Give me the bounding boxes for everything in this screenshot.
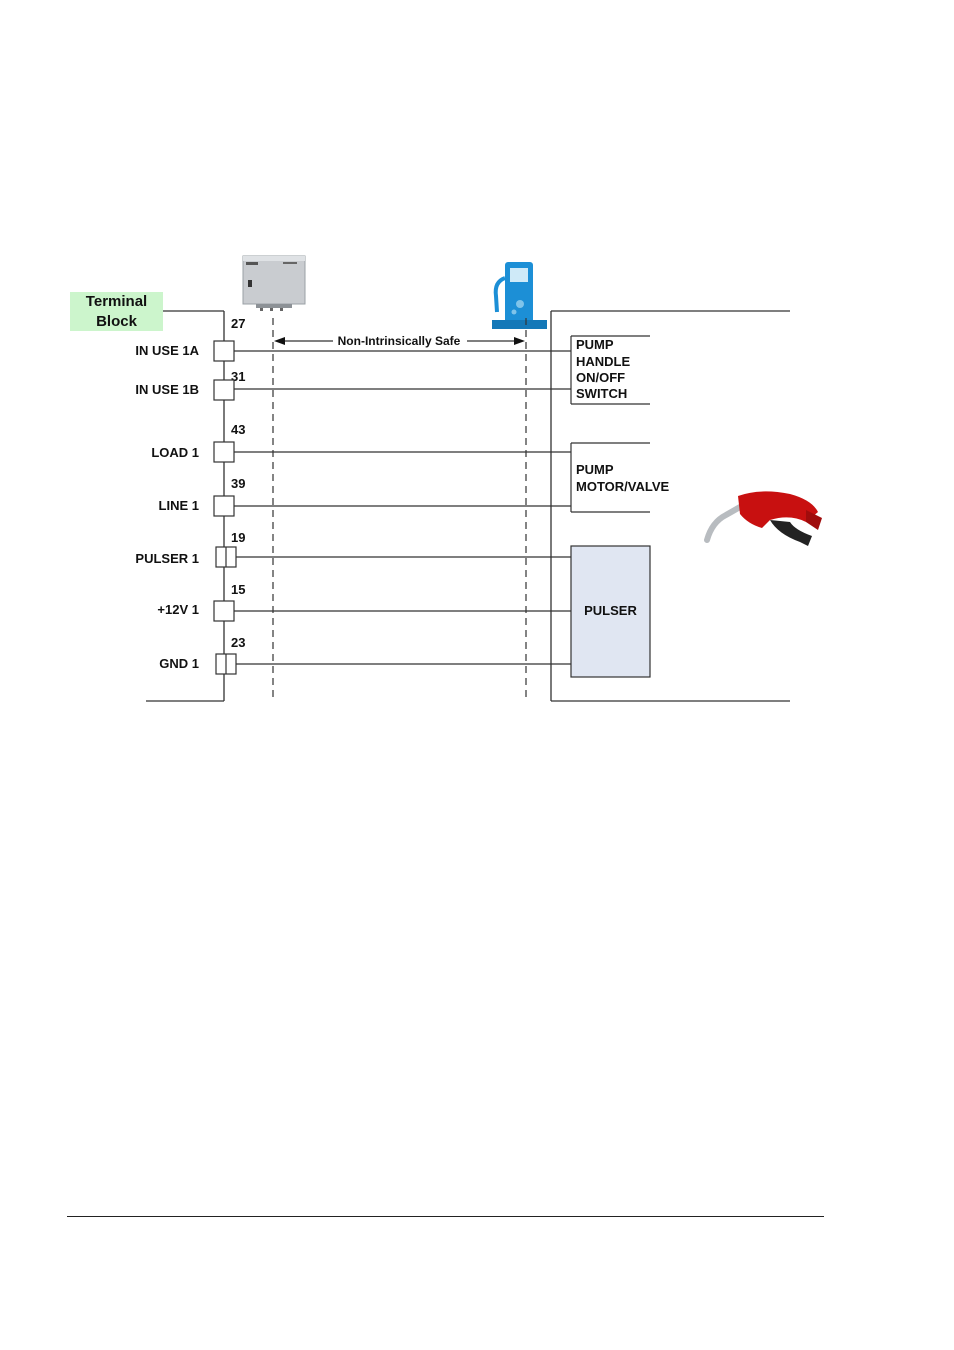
- terminal-row: IN USE 1A 27: [135, 316, 571, 362]
- terminal-block-title-line2: Block: [96, 313, 138, 330]
- terminal-row: LINE 1 39: [159, 476, 571, 517]
- terminal-row: GND 1 23: [159, 635, 571, 675]
- terminal-rows: IN USE 1A 27 IN USE 1B 31 LOAD 1 43 LINE…: [135, 316, 571, 675]
- terminal-block-label-bg: [70, 292, 163, 331]
- device-text: ON/OFF: [576, 370, 625, 385]
- pulser-box: [570, 545, 651, 678]
- pulser-device: PULSER: [570, 545, 651, 678]
- terminal-number: 27: [231, 316, 245, 331]
- pump-handle-switch: PUMP HANDLE ON/OFF SWITCH: [570, 335, 650, 405]
- terminal-block-title-line1: Terminal: [86, 293, 147, 310]
- terminal-number: 31: [231, 369, 245, 384]
- fuel-nozzle-icon: [704, 491, 822, 546]
- terminal-number: 39: [231, 476, 245, 491]
- terminal-screw: [213, 495, 235, 517]
- terminal-number: 23: [231, 635, 245, 650]
- pulser-label: PULSER: [584, 603, 637, 618]
- terminal-row: PULSER 1 19: [135, 530, 571, 568]
- device-text: PUMP: [576, 337, 614, 352]
- terminal-label: IN USE 1B: [135, 382, 199, 397]
- terminal-block-label: Terminal Block: [70, 292, 163, 331]
- terminal-label: IN USE 1A: [135, 343, 199, 358]
- pump-motor-valve: PUMP MOTOR/VALVE: [570, 442, 670, 513]
- terminal-row: IN USE 1B 31: [135, 369, 571, 401]
- fuel-pump-icon: [492, 262, 547, 329]
- zone-dimension-arrow: Non-Intrinsically Safe: [274, 334, 525, 348]
- zone-label: Non-Intrinsically Safe: [338, 334, 461, 348]
- device-text: PUMP: [576, 462, 614, 477]
- terminal-number: 43: [231, 422, 245, 437]
- terminal-number: 15: [231, 582, 245, 597]
- terminal-row: LOAD 1 43: [151, 422, 571, 463]
- terminal-screw: [213, 379, 235, 401]
- terminal-screw: [213, 600, 235, 622]
- page-footer-rule: [67, 1216, 824, 1217]
- terminal-label: LINE 1: [159, 498, 199, 513]
- terminal-row: +12V 1 15: [157, 582, 571, 622]
- device-text: MOTOR/VALVE: [576, 479, 670, 494]
- device-text: HANDLE: [576, 354, 630, 369]
- terminal-number: 19: [231, 530, 245, 545]
- device-text: SWITCH: [576, 386, 627, 401]
- terminal-label: +12V 1: [157, 602, 199, 617]
- terminal-screw: [213, 340, 235, 362]
- terminal-label: GND 1: [159, 656, 199, 671]
- controller-box-icon: [242, 255, 306, 311]
- terminal-label: LOAD 1: [151, 445, 199, 460]
- terminal-screw: [213, 441, 235, 463]
- terminal-label: PULSER 1: [135, 551, 199, 566]
